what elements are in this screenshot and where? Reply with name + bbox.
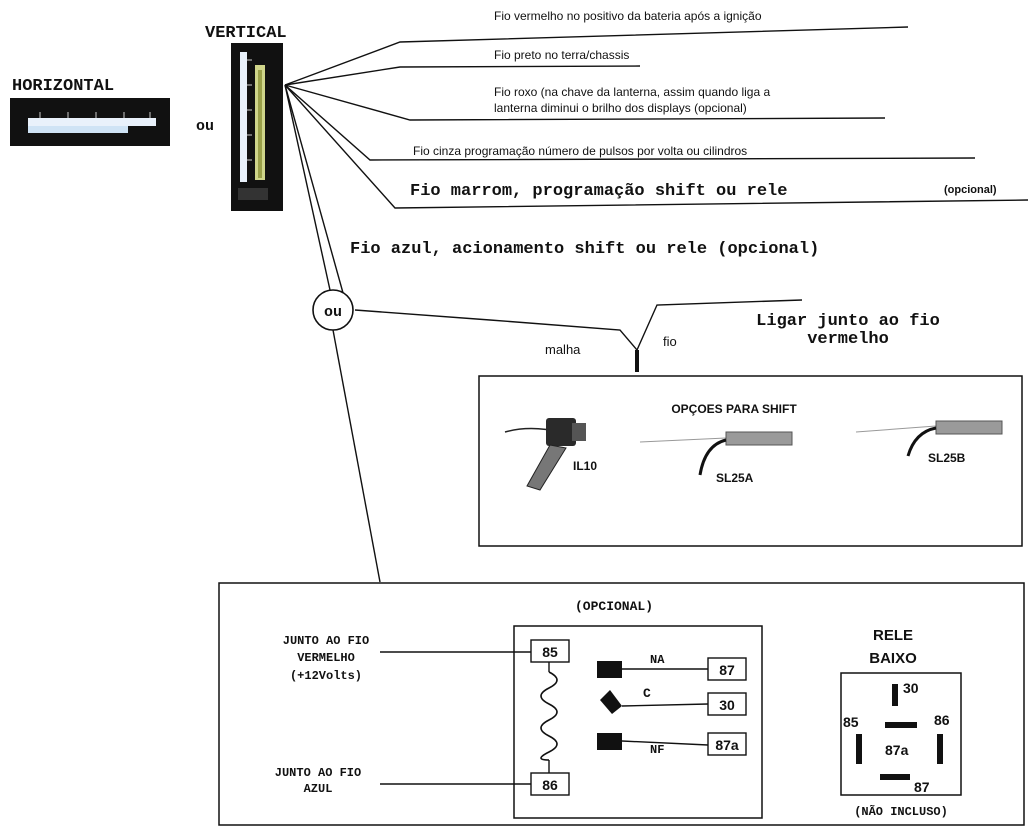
left-bottom-line-2: AZUL — [304, 782, 333, 796]
wire-label: fio — [663, 334, 677, 349]
or-circle — [312, 289, 354, 331]
nf-contact — [597, 733, 622, 750]
wire-gray: Fio cinza programação número de pulsos p… — [413, 144, 747, 158]
connect-note-2: vermelho — [807, 330, 889, 349]
wire-purple-1: Fio roxo (na chave da lanterna, assim qu… — [494, 85, 770, 99]
wire-lines — [284, 26, 1029, 583]
wire-purple-2: lanterna diminui o brilho dos displays (… — [494, 101, 747, 115]
vertical-gauge — [231, 43, 283, 211]
common-contact — [600, 690, 622, 714]
relay-title-2: BAIXO — [869, 650, 917, 667]
wire-brown: Fio marrom, programação shift ou rele — [410, 182, 787, 201]
pin-85: 85 — [542, 644, 558, 660]
relay-pin-85: 85 — [843, 714, 859, 730]
horizontal-gauge — [10, 98, 170, 146]
shift-options-title: OPÇOES PARA SHIFT — [671, 402, 797, 416]
relay-section-box — [218, 582, 1025, 826]
shift-option-2: SL25A — [716, 471, 754, 485]
horizontal-label: HORIZONTAL — [12, 77, 114, 96]
vertical-label: VERTICAL — [205, 24, 287, 43]
left-bottom-line-1: JUNTO AO FIO — [275, 766, 361, 780]
or-label: ou — [196, 118, 214, 135]
relay-schematic-box — [513, 625, 763, 819]
shift-options-box — [478, 375, 1023, 547]
pin-87a: 87a — [715, 737, 739, 753]
na-contact — [597, 661, 622, 678]
contact-na: NA — [650, 653, 665, 667]
pin-87: 87 — [719, 662, 735, 678]
shield-label: malha — [545, 342, 581, 357]
pin-86: 86 — [542, 777, 558, 793]
left-top-line-2: VERMELHO — [297, 651, 355, 665]
contact-c: C — [643, 686, 651, 701]
wire-black: Fio preto no terra/chassis — [494, 48, 629, 62]
relay-pin-86: 86 — [934, 712, 950, 728]
relay-pin-30: 30 — [903, 680, 919, 696]
sl25a-sensor-icon — [639, 431, 793, 476]
or-circle-label: ou — [324, 304, 342, 321]
relay-wires — [380, 651, 709, 785]
wire-blue: Fio azul, acionamento shift ou rele (opc… — [350, 240, 819, 259]
relay-section-title: (OPCIONAL) — [575, 599, 653, 614]
relay-pinout-box — [840, 672, 962, 796]
wire-brown-optional: (opcional) — [944, 184, 997, 196]
left-top-line-1: JUNTO AO FIO — [283, 634, 369, 648]
contact-nf: NF — [650, 743, 664, 757]
shift-option-3: SL25B — [928, 451, 966, 465]
wire-red: Fio vermelho no positivo da bateria após… — [494, 9, 762, 23]
not-included-label: (NÃO INCLUSO) — [854, 804, 948, 819]
connect-note-1: Ligar junto ao fio — [756, 312, 940, 331]
pin-30: 30 — [719, 697, 735, 713]
shift-option-1: IL10 — [573, 459, 597, 473]
relay-pin-87: 87 — [914, 779, 930, 795]
left-top-line-3: (+12Volts) — [290, 669, 362, 683]
sl25b-sensor-icon — [855, 420, 1003, 457]
il10-sensor-icon — [504, 418, 586, 491]
relay-pin-87a: 87a — [885, 742, 909, 758]
relay-title-1: RELE — [873, 627, 913, 644]
